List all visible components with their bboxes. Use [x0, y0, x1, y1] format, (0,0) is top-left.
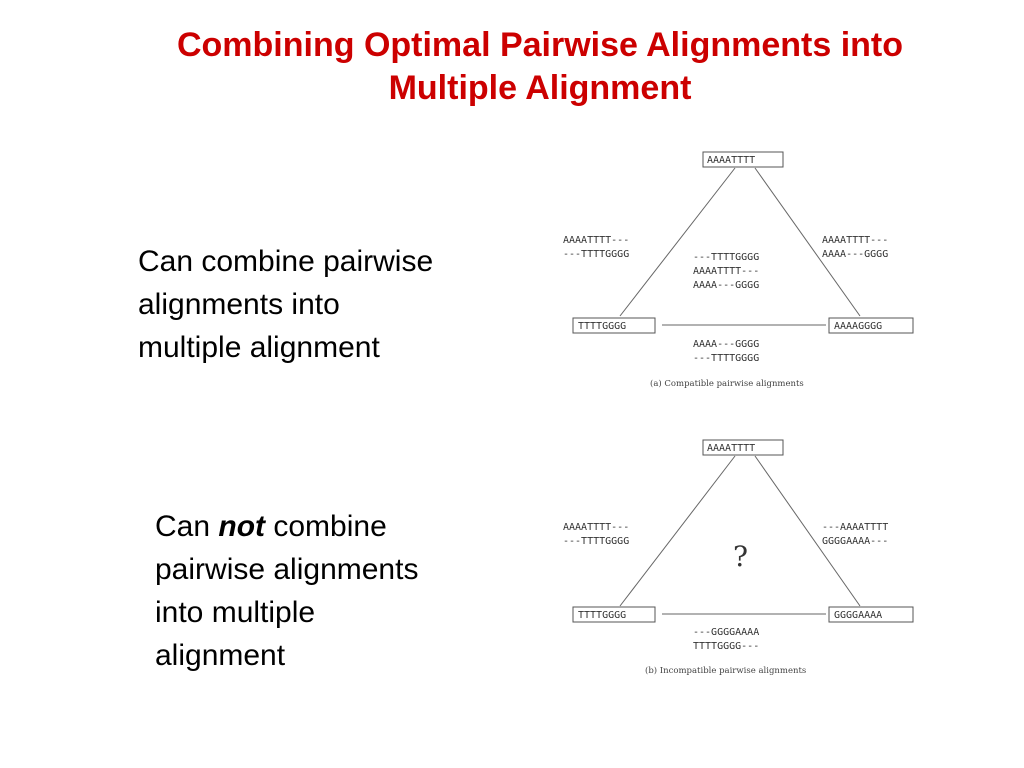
diagram-a-right-node	[828, 317, 914, 334]
title-line-1: Combining Optimal Pairwise Alignments in…	[176, 26, 904, 64]
diagram-a-bottom-edge-row-2: ---TTTTGGGG	[693, 353, 759, 364]
text2-combine: combine	[273, 510, 387, 543]
text1-line-3: multiple alignment	[138, 331, 380, 364]
diagram-b-left-edge-row-2: ---TTTTGGGG	[563, 536, 629, 547]
diagram-a-compatible: AAAATTTT TTTTGGGG AAAAGGGG AAAATTTT--- -…	[563, 151, 914, 389]
diagram-b-right-edge-row-1: ---AAAATTTT	[822, 522, 888, 533]
diagram-b-question-mark: ?	[733, 540, 748, 573]
text2-not-emphasis: not	[218, 510, 266, 543]
diagram-a-left-label: TTTTGGGG	[578, 321, 626, 332]
diagram-b-right-node	[828, 606, 914, 623]
diagram-b-left-node	[572, 606, 656, 623]
diagram-a-right-edge-line	[754, 167, 861, 317]
diagram-b-incompatible: AAAATTTT TTTTGGGG GGGGAAAA AAAATTTT--- -…	[563, 439, 914, 676]
diagram-a-top-node	[702, 151, 784, 168]
diagram-a-left-edge-row-1: AAAATTTT---	[563, 235, 629, 246]
diagram-b-left-label: TTTTGGGG	[578, 610, 626, 621]
diagram-a-center-row-2: AAAATTTT---	[693, 266, 759, 277]
diagram-a-center-row-1: ---TTTTGGGG	[693, 252, 759, 263]
text1-line-1: Can combine pairwise	[138, 245, 434, 278]
diagram-a-left-node	[572, 317, 656, 334]
diagram-a-top-label: AAAATTTT	[707, 155, 755, 166]
compatible-description: Can combine pairwise alignments into mul…	[138, 240, 518, 369]
diagram-b-top-label: AAAATTTT	[707, 443, 755, 454]
diagram-a-left-edge-line	[619, 167, 736, 317]
slide-title: Combining Optimal Pairwise Alignments in…	[100, 24, 980, 110]
diagram-b-bottom-edge-row-1: ---GGGGAAAA	[693, 627, 759, 638]
diagram-a-right-edge-row-1: AAAATTTT---	[822, 235, 888, 246]
diagram-b-left-edge-line	[619, 455, 736, 607]
title-line-2: Multiple Alignment	[388, 69, 692, 107]
diagram-a-right-edge-row-2: AAAA---GGGG	[822, 249, 888, 260]
text2-line-1: Can not combine	[155, 505, 505, 548]
diagram-a-left-edge-row-2: ---TTTTGGGG	[563, 249, 629, 260]
incompatible-description: Can not combine pairwise alignments into…	[155, 505, 505, 677]
diagram-b-right-label: GGGGAAAA	[834, 610, 882, 621]
diagram-b-caption: (b) Incompatible pairwise alignments	[645, 665, 806, 676]
diagram-b-right-edge-row-2: GGGGAAAA---	[822, 536, 888, 547]
diagram-b-top-node	[702, 439, 784, 456]
diagram-b-right-edge-line	[754, 455, 861, 607]
diagram-a-bottom-edge-row-1: AAAA---GGGG	[693, 339, 759, 350]
text2-can: Can	[155, 510, 211, 543]
text2-line-3: into multiple	[155, 596, 316, 629]
diagram-a-center-row-3: AAAA---GGGG	[693, 280, 759, 291]
diagram-b-bottom-edge-row-2: TTTTGGGG---	[693, 641, 759, 652]
diagram-b-left-edge-row-1: AAAATTTT---	[563, 522, 629, 533]
text2-line-4: alignment	[155, 639, 286, 672]
text1-line-2: alignments into	[138, 288, 340, 321]
diagram-a-caption: (a) Compatible pairwise alignments	[650, 378, 804, 389]
diagram-a-right-label: AAAAGGGG	[834, 321, 882, 332]
text2-line-2: pairwise alignments	[155, 553, 419, 586]
